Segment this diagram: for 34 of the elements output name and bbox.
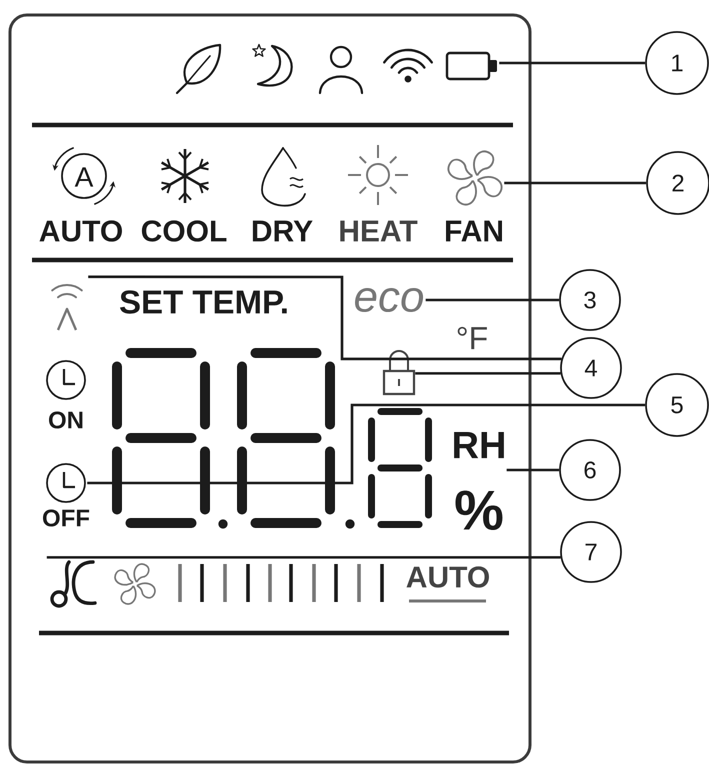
humidity-unit-label: RH % xyxy=(454,432,504,530)
lock-icon xyxy=(382,350,416,396)
callout-number: 5 xyxy=(645,373,709,437)
battery-icon xyxy=(446,52,497,80)
mode-label: COOL xyxy=(142,220,226,242)
signal-icon xyxy=(51,284,83,330)
callout-number: 6 xyxy=(559,439,621,501)
leader-line xyxy=(506,468,560,472)
fan-auto-label: AUTO xyxy=(406,566,489,588)
timer-label: ON xyxy=(49,412,82,428)
swing-icon xyxy=(50,560,97,608)
mode-label: DRY xyxy=(252,220,313,242)
fan-mode-icon xyxy=(447,150,503,206)
lcd-frame xyxy=(8,14,532,764)
temperature-unit-label: °F xyxy=(458,326,487,350)
leader-line xyxy=(499,62,646,64)
mode-label: HEAT xyxy=(340,220,418,242)
leader-line xyxy=(88,276,562,360)
eco-indicator: eco xyxy=(355,288,424,312)
callout-number: 1 xyxy=(645,31,709,95)
callout-number: 2 xyxy=(646,151,709,215)
leader-line xyxy=(87,404,646,484)
set-temp-label: SET TEMP. xyxy=(120,290,287,314)
leader-line xyxy=(46,556,561,559)
leader-line xyxy=(415,372,561,375)
timer-label: OFF xyxy=(43,510,90,526)
leader-line xyxy=(504,182,646,184)
mode-label: FAN xyxy=(446,220,502,242)
callout-number: 7 xyxy=(560,521,622,583)
clock-icon xyxy=(46,463,86,503)
callout-number: 3 xyxy=(559,269,621,331)
mode-label: AUTO xyxy=(40,220,122,242)
callout-number: 4 xyxy=(560,337,622,399)
leader-line xyxy=(426,298,560,302)
